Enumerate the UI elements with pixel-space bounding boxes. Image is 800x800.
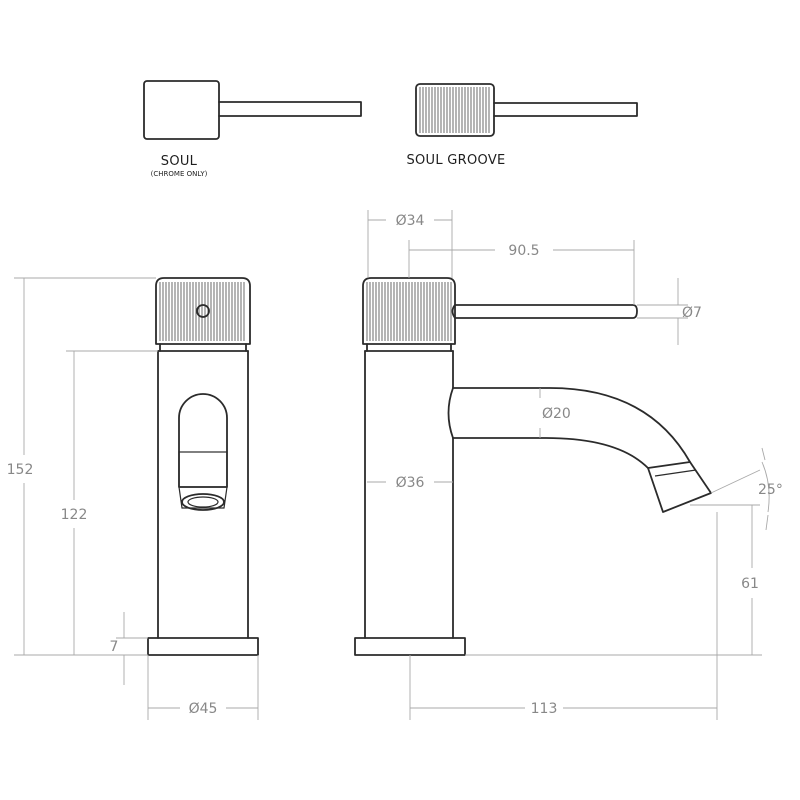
dim-reach: 113 bbox=[531, 701, 558, 717]
side-view bbox=[354, 277, 712, 656]
dim-lever-length: 90.5 bbox=[508, 243, 539, 259]
dim-body-diameter: Ø36 bbox=[396, 475, 425, 491]
dim-base-diameter: Ø45 bbox=[189, 701, 218, 717]
indicator-dot-icon bbox=[196, 304, 210, 318]
dim-outlet-height: 61 bbox=[741, 576, 759, 592]
groove-pattern bbox=[159, 282, 245, 341]
aerator-icon bbox=[181, 493, 225, 511]
soul-handle-drawing bbox=[143, 80, 362, 140]
dim-handle-diameter: Ø34 bbox=[396, 213, 425, 229]
dim-lever-diameter: Ø7 bbox=[682, 305, 702, 321]
soul-note: (CHROME ONLY) bbox=[151, 170, 208, 178]
dim-spout-diameter: Ø20 bbox=[542, 406, 571, 422]
soul-groove-handle-drawing bbox=[415, 83, 638, 137]
soul-groove-label: SOUL GROOVE bbox=[406, 153, 505, 168]
dim-spout-angle: 25° bbox=[758, 482, 783, 498]
front-view bbox=[147, 277, 259, 656]
dim-body-height: 122 bbox=[61, 507, 88, 523]
dim-base-height: 7 bbox=[110, 639, 119, 655]
dimension-lines bbox=[14, 210, 770, 720]
groove-pattern bbox=[366, 282, 452, 341]
dim-total-height: 152 bbox=[7, 462, 34, 478]
groove-pattern bbox=[419, 87, 490, 133]
soul-label: SOUL bbox=[161, 154, 198, 169]
